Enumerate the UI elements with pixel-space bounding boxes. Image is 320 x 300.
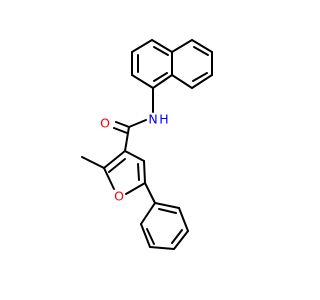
bond (103, 167, 115, 190)
bond (137, 163, 140, 181)
bond (103, 150, 126, 169)
bond (191, 39, 213, 53)
atom-label-amide-hydrogen: H (159, 112, 168, 127)
bond (125, 182, 146, 195)
bond (140, 223, 151, 248)
atom-label-carbonyl-oxygen: O (100, 116, 110, 131)
bond (144, 182, 156, 204)
bond (171, 229, 183, 244)
bond (124, 126, 130, 152)
atom-labels: O N H O (100, 112, 169, 204)
bond (81, 156, 105, 169)
bond (140, 202, 156, 225)
bond (191, 74, 213, 89)
bond (124, 150, 145, 162)
bond (131, 39, 153, 53)
bond (115, 121, 130, 128)
bond (152, 74, 173, 89)
bond (151, 39, 173, 53)
bond (153, 46, 169, 56)
bond (143, 160, 146, 184)
bond (171, 39, 193, 53)
bond (128, 119, 147, 128)
bonds (81, 39, 213, 250)
atom-label-furan-oxygen: O (114, 189, 124, 204)
bond (153, 72, 168, 82)
bond (193, 46, 209, 56)
bond (173, 230, 189, 250)
bond (113, 127, 128, 134)
bond (158, 208, 177, 214)
bond (131, 74, 154, 89)
bond (178, 207, 189, 232)
bond (146, 228, 155, 245)
bond (108, 158, 126, 173)
molecule-structure: O N H O (81, 39, 213, 250)
bond (171, 74, 193, 89)
atom-label-amide-nitrogen: N (148, 112, 157, 127)
bond (192, 72, 208, 82)
bond (154, 202, 180, 209)
bond (149, 246, 175, 250)
